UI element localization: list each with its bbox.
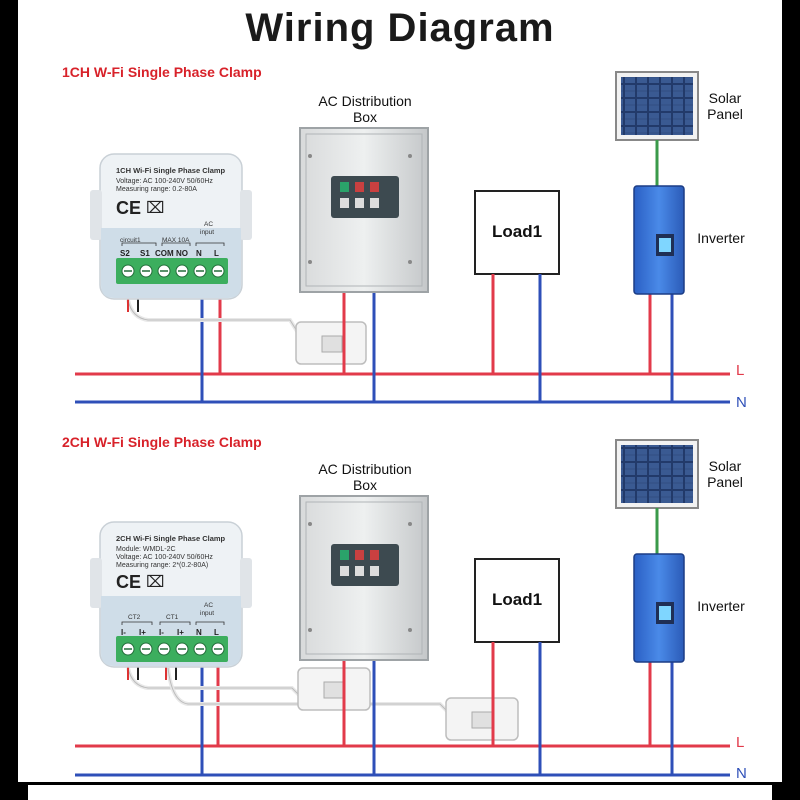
load-1-label: Load1 [491, 222, 543, 241]
device2-terminal-l: L [214, 628, 219, 637]
device2-name: 2CH Wi-Fi Single Phase Clamp [116, 534, 226, 543]
solar-panel-1-label: Solar Panel [707, 90, 743, 122]
section1-label: 1CH W-Fi Single Phase Clamp [62, 64, 262, 80]
device1-terminal-n: N [196, 249, 202, 258]
line-n-2-label: N [736, 765, 747, 782]
device2-group-ct1: CT1 [166, 614, 179, 621]
device2-terminal-n: N [196, 628, 202, 637]
inverter-2-label: Inverter [697, 598, 745, 614]
solar-panel-2-label: Solar Panel [707, 458, 743, 490]
device1-voltage: Voltage: AC 100-240V 50/60Hz [116, 178, 213, 185]
weee-bin-icon: ⌧ [146, 200, 165, 217]
line-n-1-label: N [736, 394, 747, 411]
device1-terminal-com: COM [155, 249, 174, 258]
line-l-1-label: L [736, 362, 745, 379]
device2-terminal-ct1-minus: I- [159, 628, 164, 637]
device2-group-ct2: CT2 [128, 614, 141, 621]
device1-group-circuit1: circuit1 [120, 237, 141, 244]
device1-terminal-s2: S2 [120, 249, 130, 258]
distribution-box-1-label: AC Distribution Box [318, 93, 412, 125]
device2-ce-mark: CE [116, 572, 142, 592]
load-box-2 [474, 558, 560, 643]
device2-model: Module: WMDL-2C [116, 546, 176, 553]
page-title: Wiring Diagram [245, 6, 555, 50]
section2-label: 2CH W-Fi Single Phase Clamp [62, 434, 262, 450]
device1-ac-input: input [200, 229, 215, 236]
inverter-1-label: Inverter [697, 230, 745, 246]
device1-group-ac: AC [204, 221, 214, 228]
device2-voltage: Voltage: AC 100-240V 50/60Hz [116, 554, 213, 561]
device1-name: 1CH Wi-Fi Single Phase Clamp [116, 166, 226, 175]
distribution-box-2-label: AC Distribution Box [318, 461, 412, 493]
device2-range: Measuring range: 2*(0.2-80A) [116, 562, 209, 569]
device1-range: Measuring range: 0.2-80A [116, 186, 197, 193]
load-box-1 [474, 190, 560, 275]
device2-group-ac: AC [204, 602, 214, 609]
device1-terminal-no: NO [176, 249, 188, 258]
device1-ce-mark: CE [116, 198, 142, 218]
device1-terminal-s1: S1 [140, 249, 150, 258]
load-2-label: Load1 [491, 590, 543, 609]
device1-terminal-l: L [214, 249, 219, 258]
device2-terminal-ct1-plus: I+ [177, 628, 184, 637]
weee-bin-icon: ⌧ [146, 574, 165, 591]
device2-ac-input: input [200, 610, 215, 617]
device2-terminal-ct2-plus: I+ [139, 628, 146, 637]
device1-group-max: MAX 10A [162, 237, 190, 244]
device2-terminal-ct2-minus: I- [121, 628, 126, 637]
line-l-2-label: L [736, 734, 745, 751]
